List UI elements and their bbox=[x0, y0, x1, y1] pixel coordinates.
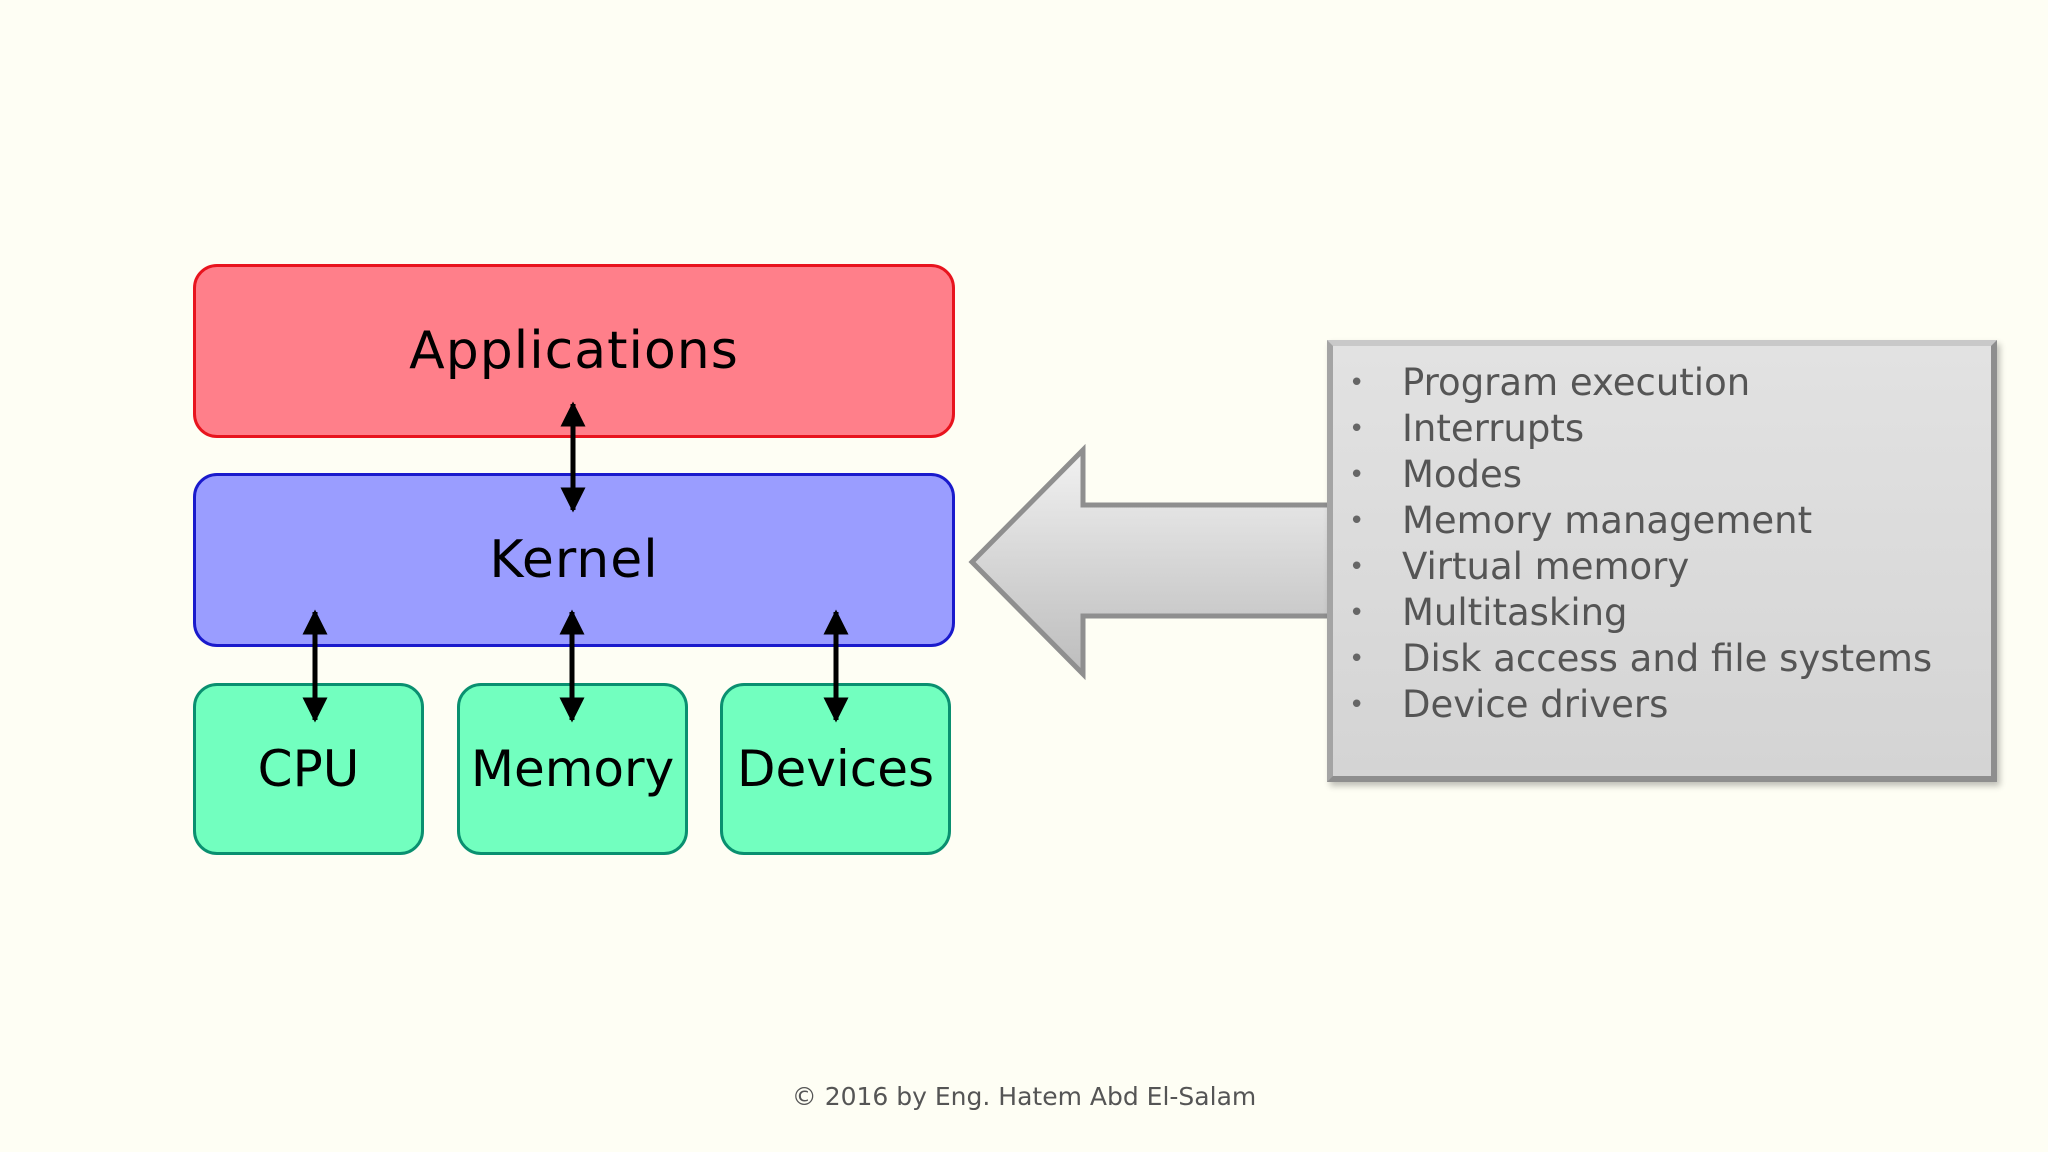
kernel-functions-list: Program execution Interrupts Modes Memor… bbox=[1343, 360, 1971, 728]
kernel-pointer-arrow bbox=[968, 443, 1338, 681]
kernel-label: Kernel bbox=[489, 530, 659, 590]
kernel-functions-panel: Program execution Interrupts Modes Memor… bbox=[1327, 340, 1997, 782]
list-item: Multitasking bbox=[1343, 590, 1971, 636]
list-item: Device drivers bbox=[1343, 682, 1971, 728]
kernel-box: Kernel bbox=[193, 473, 955, 647]
memory-box: Memory bbox=[457, 683, 688, 855]
cpu-box: CPU bbox=[193, 683, 424, 855]
list-item: Memory management bbox=[1343, 498, 1971, 544]
list-item: Modes bbox=[1343, 452, 1971, 498]
applications-label: Applications bbox=[409, 321, 739, 381]
list-item: Program execution bbox=[1343, 360, 1971, 406]
list-item: Virtual memory bbox=[1343, 544, 1971, 590]
copyright-footer: © 2016 by Eng. Hatem Abd El-Salam bbox=[791, 1082, 1257, 1111]
cpu-label: CPU bbox=[257, 740, 360, 798]
applications-box: Applications bbox=[193, 264, 955, 438]
devices-label: Devices bbox=[736, 740, 935, 798]
memory-label: Memory bbox=[470, 740, 675, 798]
devices-box: Devices bbox=[720, 683, 951, 855]
list-item: Disk access and file systems bbox=[1343, 636, 1971, 682]
list-item: Interrupts bbox=[1343, 406, 1971, 452]
